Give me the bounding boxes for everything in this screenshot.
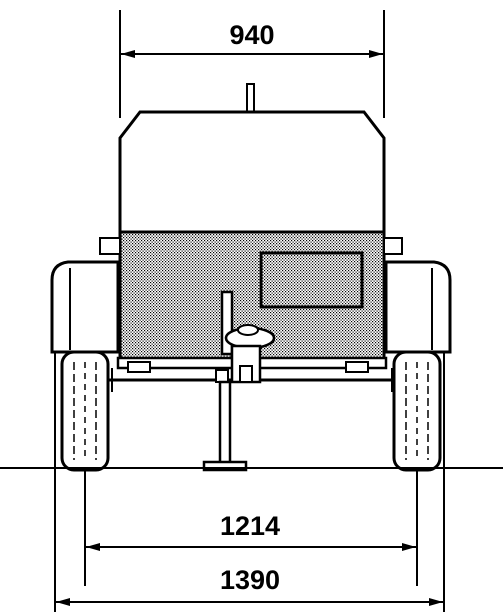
access-panel: [259, 251, 364, 309]
jack-post: [220, 290, 234, 356]
exhaust-stack: [246, 83, 255, 113]
fender-left: [50, 260, 120, 354]
dimension-label-overall: 1390: [220, 565, 280, 595]
dimension-bottom: 1214 1390: [54, 352, 445, 612]
wheel-left: [60, 350, 110, 472]
tow-hitch-assembly: [202, 290, 276, 472]
canopy-upper: [118, 110, 386, 234]
frame-foot-right: [345, 361, 369, 373]
dimension-label-top: 940: [229, 20, 274, 50]
bracket-left: [99, 237, 121, 255]
wheel-right: [392, 350, 442, 472]
jockey-leg: [218, 380, 232, 468]
dimension-label-track: 1214: [220, 511, 280, 541]
trailer-body: [99, 83, 403, 373]
hitch-bracket: [215, 369, 229, 383]
hitch-handle: [237, 324, 259, 336]
fenders: [50, 260, 452, 354]
hitch-detail: [239, 365, 253, 383]
frame-foot-left: [127, 361, 151, 373]
fender-right: [384, 260, 452, 354]
jockey-foot: [202, 460, 248, 472]
dimension-top: 940: [119, 10, 385, 118]
bracket-right: [383, 237, 403, 255]
